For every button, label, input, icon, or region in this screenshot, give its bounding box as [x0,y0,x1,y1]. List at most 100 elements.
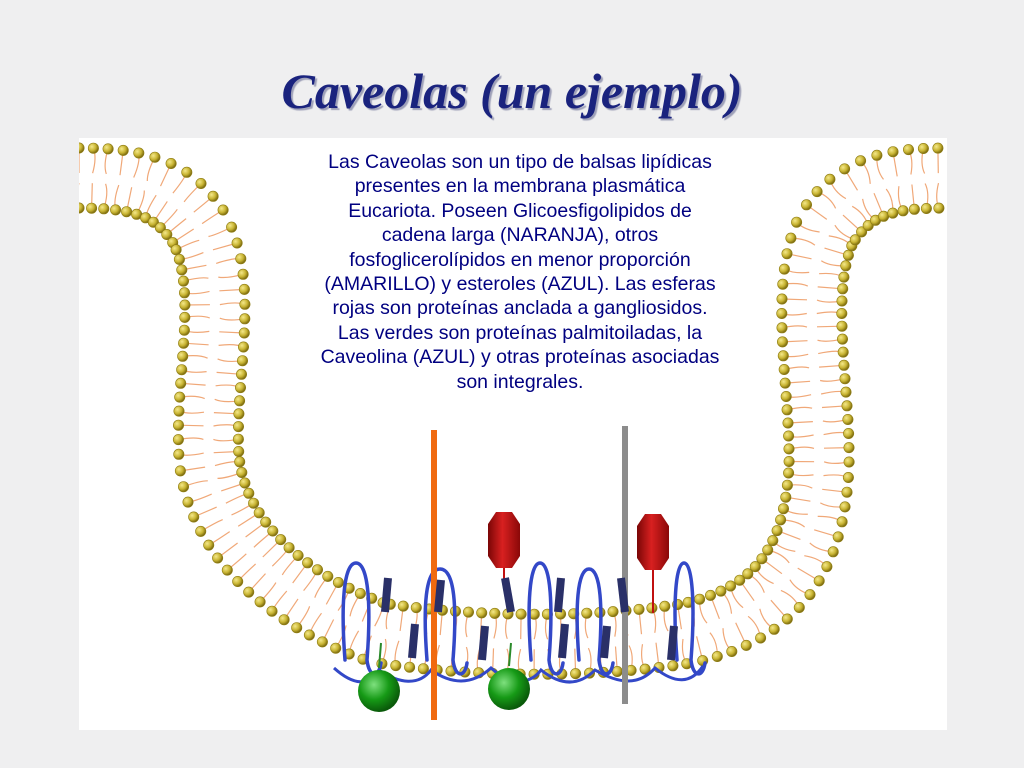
lipid-head [771,525,783,537]
lipid-head [173,448,185,460]
sterol-mark [434,579,445,613]
lipid-head [811,186,823,198]
lipid-head [755,632,767,644]
lipid-head [133,147,145,159]
lipid-head [841,486,853,498]
lipid-head [777,278,789,290]
lipid-head [639,663,651,675]
lipid-head [783,443,795,455]
lipid-head [176,264,188,276]
lipid-head [839,373,851,385]
lipid-head [195,177,207,189]
lipid-head [777,503,789,515]
lipid-head [646,602,658,614]
lipid-head [780,491,792,503]
lipid-head [933,202,945,214]
lipid-head [633,603,645,615]
lipid-head [234,395,246,407]
lipid-head [837,346,849,358]
lipid-head [842,413,854,425]
lipid-head [221,564,233,576]
lipid-head [908,203,920,215]
lipid-head [236,466,248,478]
lipid-head [607,606,619,618]
lipid-head [203,539,215,551]
lipid-head [742,568,754,580]
lipid-head [781,613,793,625]
lipid-head [781,248,793,260]
lipid-head [179,311,191,323]
lipid-head [694,593,706,605]
lipid-head [182,496,194,508]
lipid-head [837,283,849,295]
lipid-head [762,544,774,556]
lipid-head [248,497,260,509]
lipid-head [226,221,238,233]
lipid-head [778,364,790,376]
lipid-heads-layer [79,142,945,680]
lipid-head [715,585,727,597]
lipid-head [887,207,899,219]
caveolin-coil [575,567,615,676]
lipid-head [843,456,855,468]
lipid-head [776,293,788,305]
lipid-head [316,636,328,648]
lipid-head [783,430,795,442]
lipid-head [260,516,272,528]
lipid-head [711,650,723,662]
lipid-head [266,605,278,617]
lipid-head [827,546,839,558]
lipid-head [302,557,314,569]
lipid-head [179,287,191,299]
lipid-head [178,337,190,349]
lipid-head [149,151,161,163]
lipid-head [172,434,184,446]
lipid-head [775,514,787,526]
lipid-head [476,607,488,619]
lipid-head [836,320,848,332]
sterol-mark [558,623,569,659]
lipid-head [178,481,190,493]
lipid-head [322,570,334,582]
lipid-head [836,516,848,528]
lipid-head [856,226,868,238]
lipid-head [871,149,883,161]
lipid-head [777,350,789,362]
lipid-head [98,203,110,215]
lipid-head [768,623,780,635]
caveolin-coil [423,567,469,676]
lipid-head [121,206,133,218]
lipid-head [390,660,402,672]
green-protein-right [488,642,530,710]
lipid-head [238,341,250,353]
lipid-head [740,639,752,651]
lipid-head [177,350,189,362]
lipid-head [570,668,582,680]
caveola-diagram: Las Caveolas son un tipo de balsas lipíd… [79,138,947,730]
lipid-head [824,173,836,185]
lipid-head [243,586,255,598]
lipid-head [173,405,185,417]
lipid-head [79,142,85,154]
lipid-head [154,222,166,234]
lipid-head [515,608,527,620]
sterol-mark [381,577,392,613]
lipid-head [275,534,287,546]
lipid-head [195,525,207,537]
lipid-head [417,663,429,675]
lipid-head [87,142,99,154]
lipid-head [179,299,191,311]
sterol-mark [667,625,678,661]
sterol-mark [554,577,565,613]
lipid-head [813,575,825,587]
lipid-head [267,525,279,537]
lipid-head [781,479,793,491]
lipid-head [734,574,746,586]
lipid-head [878,210,890,222]
lipid-head [832,531,844,543]
lipid-head [217,204,229,216]
membrane-illustration [79,142,945,720]
lipid-head [291,622,303,634]
lipid-head [839,163,851,175]
lipid-head [776,336,788,348]
